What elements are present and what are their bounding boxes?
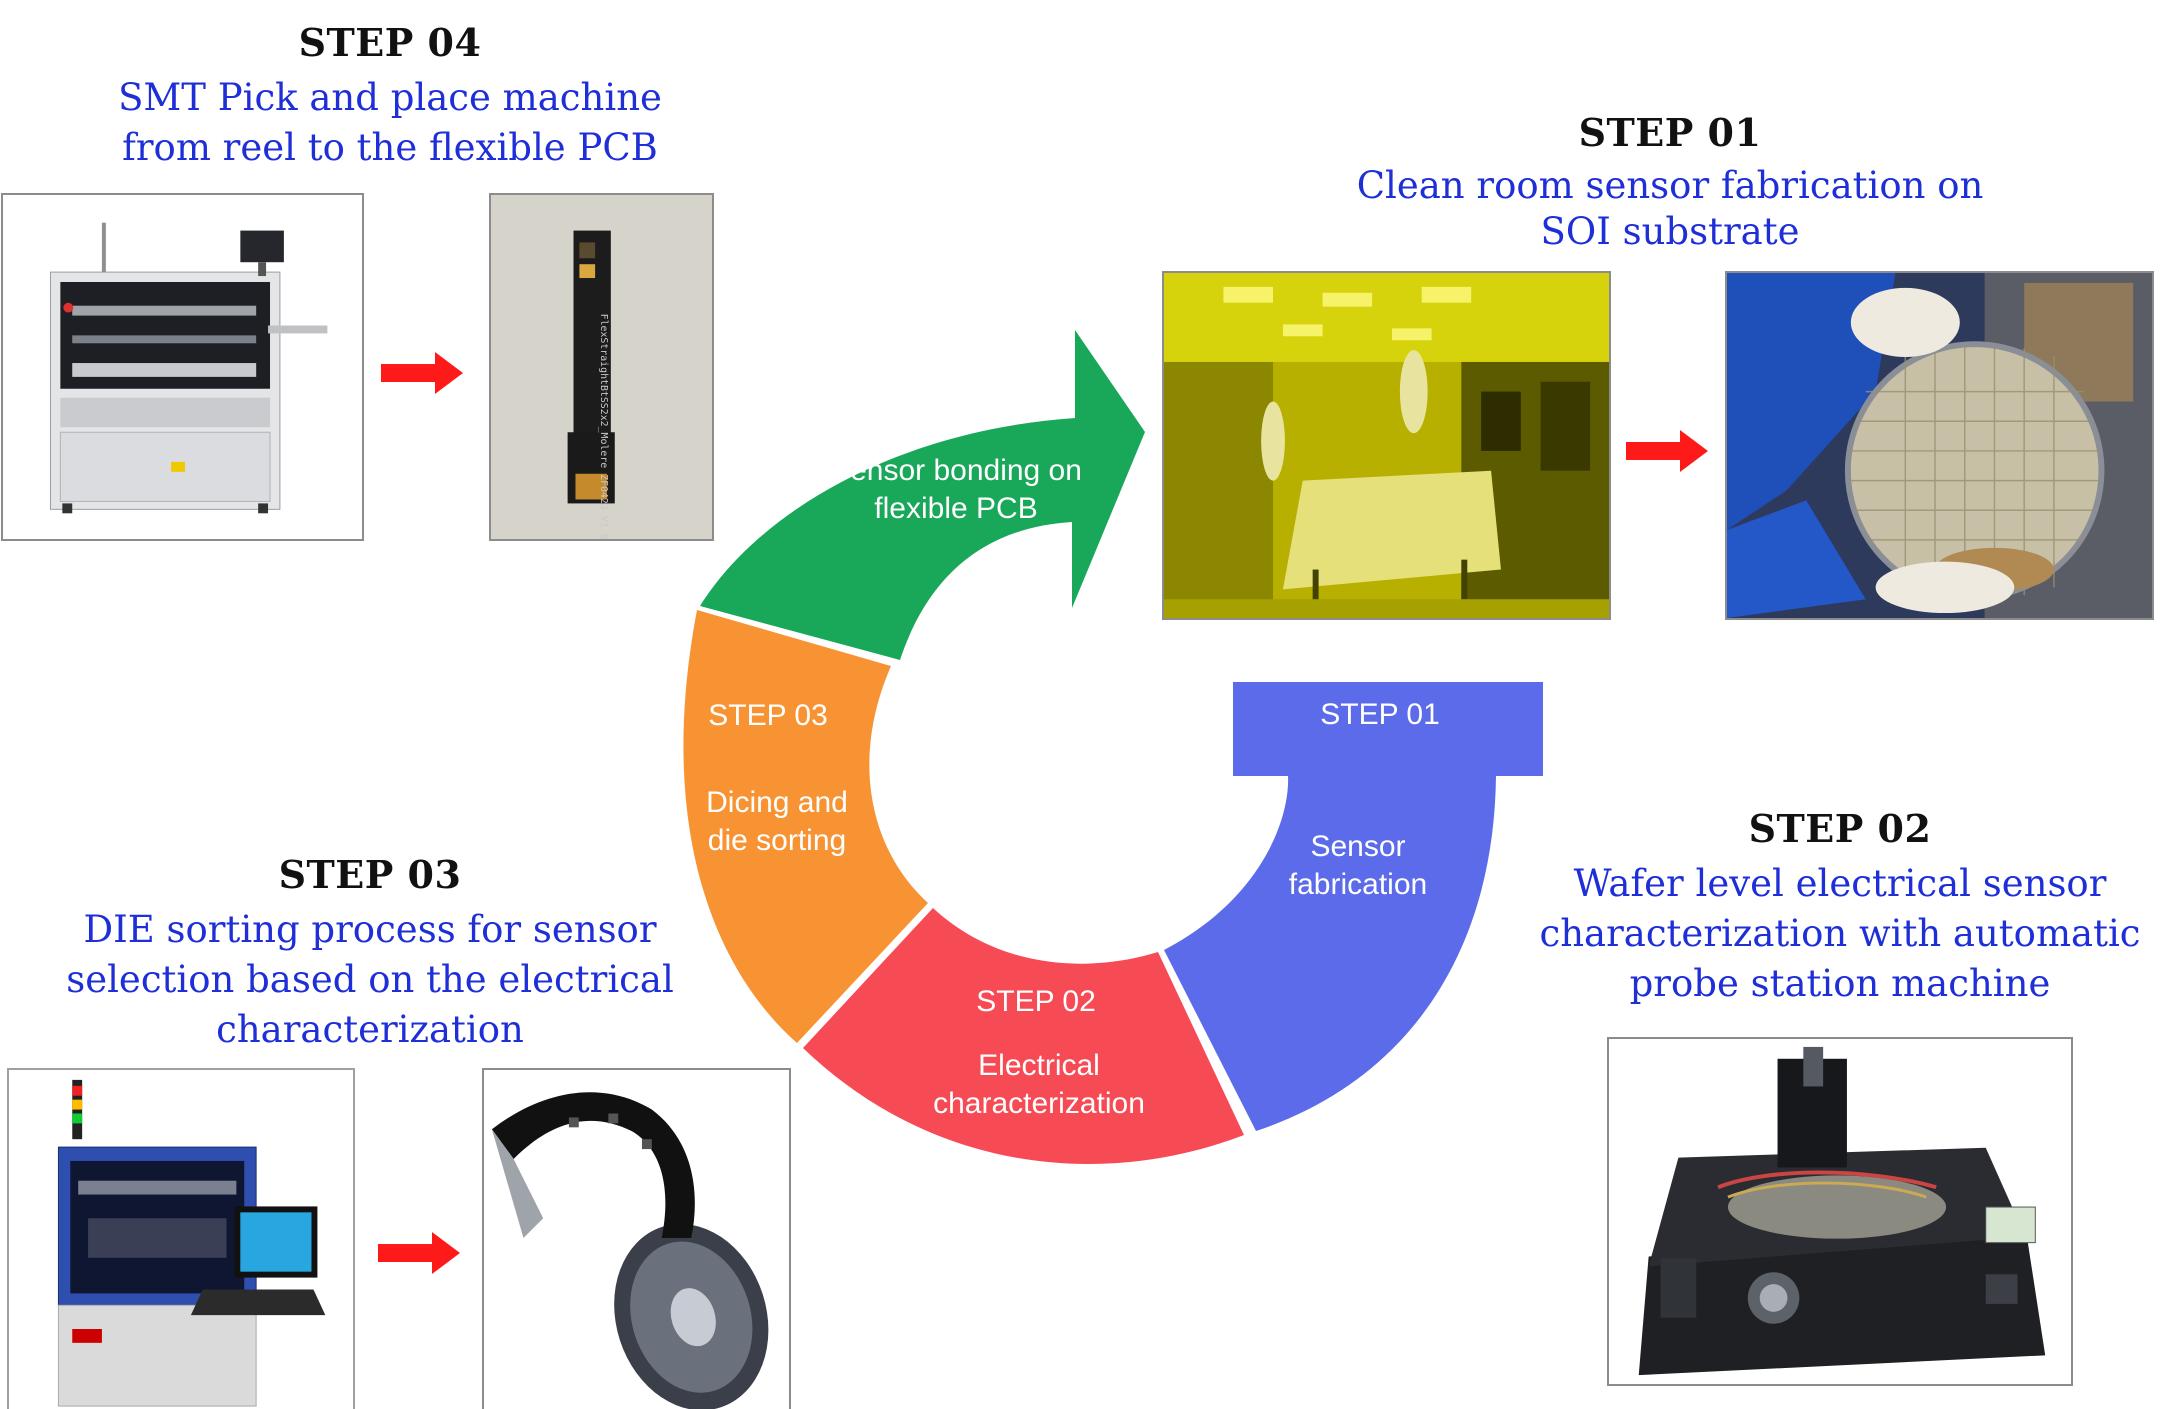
callout-step02: STEP 02 Wafer level electrical sensor ch… — [1530, 806, 2150, 1009]
callout-step03-line1: DIE sorting process for sensor — [83, 908, 657, 951]
callout-step04-description: SMT Pick and place machine from reel to … — [80, 73, 700, 173]
photo-clean-room — [1162, 271, 1611, 620]
cycle-text-step03-line1: Dicing and — [706, 786, 848, 819]
cycle-text-step02-line2: characterization — [933, 1087, 1145, 1120]
cycle-segment-step01 — [1164, 682, 1543, 1131]
cycle-text-step03-line2: die sorting — [708, 824, 846, 857]
photo-pick-and-place-machine — [1, 193, 364, 541]
callout-step04: STEP 04 SMT Pick and place machine from … — [80, 20, 700, 173]
cycle-label-step03: STEP 03 — [708, 699, 828, 732]
callout-step01-line2: SOI substrate — [1540, 210, 1800, 253]
cycle-segment-step02 — [803, 908, 1244, 1165]
cycle-label-step02: STEP 02 — [976, 985, 1096, 1018]
callout-step03-title: STEP 03 — [278, 852, 462, 897]
pcb-printed-text: FlexStraightBtSS2x2_Molere ZF0423 V1.0 H… — [598, 314, 609, 539]
photo-die-sorting-machine — [7, 1068, 355, 1409]
cycle-segment-step04 — [700, 330, 1145, 660]
callout-step01-line1: Clean room sensor fabrication on — [1356, 164, 1984, 207]
cycle-text-step04-line1: Sensor bonding on — [830, 454, 1082, 487]
callout-step01-description: Clean room sensor fabrication on SOI sub… — [1320, 163, 2020, 255]
cycle-label-step04: STEP 04 — [927, 391, 1047, 424]
callout-step03-line3: characterization — [216, 1008, 524, 1051]
callout-step01: STEP 01 Clean room sensor fabrication on… — [1320, 110, 2020, 255]
cycle-text-step01-line2: fabrication — [1289, 868, 1427, 901]
cycle-text-step02-line1: Electrical — [978, 1049, 1100, 1082]
callout-step04-title: STEP 04 — [298, 20, 482, 65]
callout-step04-line2: from reel to the flexible PCB — [122, 126, 658, 169]
callout-step03: STEP 03 DIE sorting process for sensor s… — [50, 852, 690, 1055]
callout-step02-description: Wafer level electrical sensor characteri… — [1530, 859, 2150, 1009]
cycle-text-step01-line1: Sensor — [1310, 830, 1405, 863]
callout-step03-description: DIE sorting process for sensor selection… — [50, 905, 690, 1055]
callout-step03-line2: selection based on the electrical — [66, 958, 674, 1001]
photo-probe-station — [1607, 1037, 2073, 1386]
arrow-right-icon — [1626, 430, 1708, 477]
callout-step02-line3: probe station machine — [1629, 962, 2051, 1005]
photo-flexible-pcb: FlexStraightBtSS2x2_Molere ZF0423 V1.0 H… — [489, 193, 714, 541]
cycle-text-step04-line2: flexible PCB — [874, 492, 1037, 525]
callout-step02-line2: characterization with automatic — [1539, 912, 2141, 955]
callout-step02-title: STEP 02 — [1748, 806, 1932, 851]
cycle-segment-step03 — [683, 610, 928, 1043]
callout-step02-line1: Wafer level electrical sensor — [1573, 862, 2107, 905]
photo-tape-and-reel — [482, 1068, 791, 1409]
arrow-right-icon — [381, 352, 463, 399]
photo-silicon-wafer — [1725, 271, 2154, 620]
callout-step01-title: STEP 01 — [1578, 110, 1762, 155]
callout-step04-line1: SMT Pick and place machine — [118, 76, 662, 119]
cycle-label-step01: STEP 01 — [1320, 698, 1440, 731]
arrow-right-icon — [378, 1232, 460, 1279]
